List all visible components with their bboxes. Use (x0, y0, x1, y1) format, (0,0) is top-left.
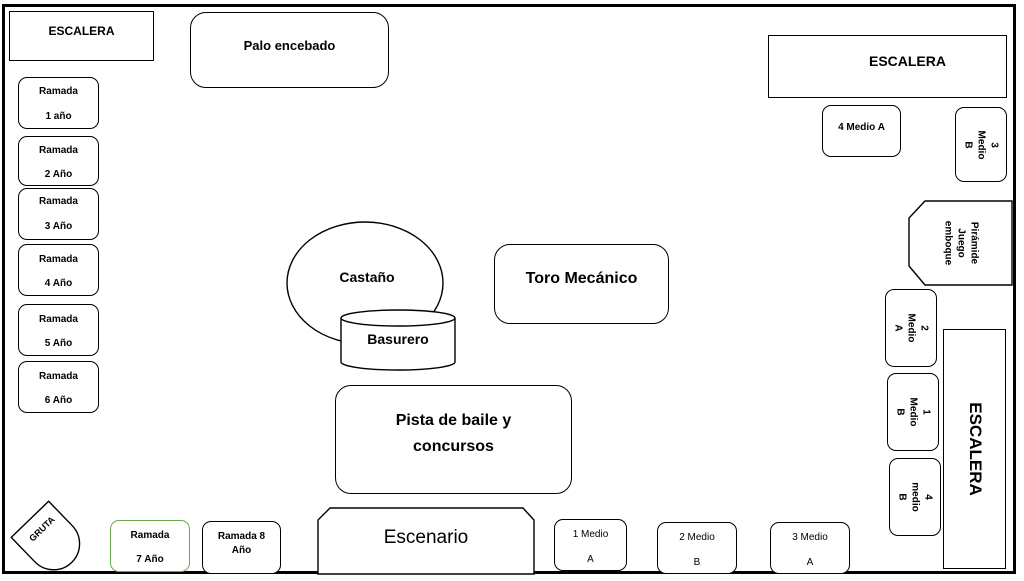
escalera-top-left: ESCALERA (9, 11, 154, 61)
ramada-2-ano: Ramada 2 Año (18, 136, 99, 186)
ramada-2-label: Ramada (39, 145, 78, 156)
stand-2-medio-b: 2 Medio B (657, 522, 737, 574)
stand-1-medio-a: 1 Medio A (554, 519, 627, 571)
ramada-3-year: 3 Año (44, 221, 73, 232)
palo-encebado: Palo encebado (190, 12, 389, 88)
stand-2-medio-b-line1: 2 Medio (679, 532, 715, 543)
ramada-8-ano: Ramada 8 Año (202, 521, 281, 574)
ramada-8-year: Año (231, 545, 252, 556)
basurero-label: Basurero (367, 331, 429, 347)
basurero: Basurero (341, 331, 455, 347)
ramada-6-label: Ramada (39, 371, 78, 382)
ramada-6-ano: Ramada 6 Año (18, 361, 99, 413)
escalera-top-right-label: ESCALERA (868, 52, 946, 69)
escalera-top-left-label: ESCALERA (48, 24, 115, 38)
ramada-5-label: Ramada (39, 314, 78, 325)
escenario-label: Escenario (383, 527, 469, 548)
ramada-4-label: Ramada (39, 254, 78, 265)
ramada-5-year: 5 Año (44, 338, 73, 349)
stand-3-medio-a: 3 Medio A (770, 522, 850, 574)
stand-1-medio-b: 1 Medio B (887, 373, 939, 451)
palo-encebado-label: Palo encebado (243, 37, 336, 53)
escalera-right: ESCALERA (943, 329, 1006, 569)
ramada-7-label: Ramada (130, 530, 170, 541)
pista-de-baile: Pista de baile y concursos (335, 385, 572, 494)
ramada-4-ano: Ramada 4 Año (18, 244, 99, 296)
stand-2-medio-a: 2 Medio A (885, 289, 937, 367)
stand-1-medio-a-line1: 1 Medio (572, 529, 609, 540)
pista-line1: Pista de baile y (395, 411, 512, 429)
ramada-7-ano: Ramada 7 Año (110, 520, 190, 572)
ramada-1-label: Ramada (39, 86, 78, 97)
ramada-4-year: 4 Año (44, 278, 73, 289)
toro-mecanico: Toro Mecánico (494, 244, 669, 324)
ramada-3-ano: Ramada 3 Año (18, 188, 99, 240)
castano-tree: Castaño (317, 269, 417, 285)
stand-3-medio-a-line1: 3 Medio (792, 532, 828, 543)
ramada-1-ano: Ramada 1 año (18, 77, 99, 129)
ramada-5-ano: Ramada 5 Año (18, 304, 99, 356)
pista-line2: concursos (413, 437, 494, 455)
stand-4-medio-a: 4 Medio A (822, 105, 901, 157)
stand-4-medio-b: 4 medio B (889, 458, 941, 536)
ramada-8-label: Ramada 8 (217, 531, 266, 542)
ramada-3-label: Ramada (39, 196, 78, 207)
stand-1-medio-a-line2: A (587, 554, 594, 565)
stand-4-medio-a-label: 4 Medio A (838, 121, 885, 133)
escenario: Escenario (318, 527, 534, 549)
stand-3-medio-a-line2: A (806, 557, 814, 568)
ramada-6-year: 6 Año (44, 395, 73, 406)
stand-3-medio-b: 3 Medio B (955, 107, 1007, 182)
ramada-7-year: 7 Año (136, 554, 164, 565)
toro-mecanico-label: Toro Mecánico (525, 270, 638, 287)
ramada-1-year: 1 año (45, 111, 72, 122)
ramada-2-year: 2 Año (44, 169, 73, 180)
castano-label: Castaño (339, 269, 395, 285)
escalera-top-right: ESCALERA (768, 35, 1007, 98)
stand-2-medio-b-line2: B (693, 557, 701, 568)
